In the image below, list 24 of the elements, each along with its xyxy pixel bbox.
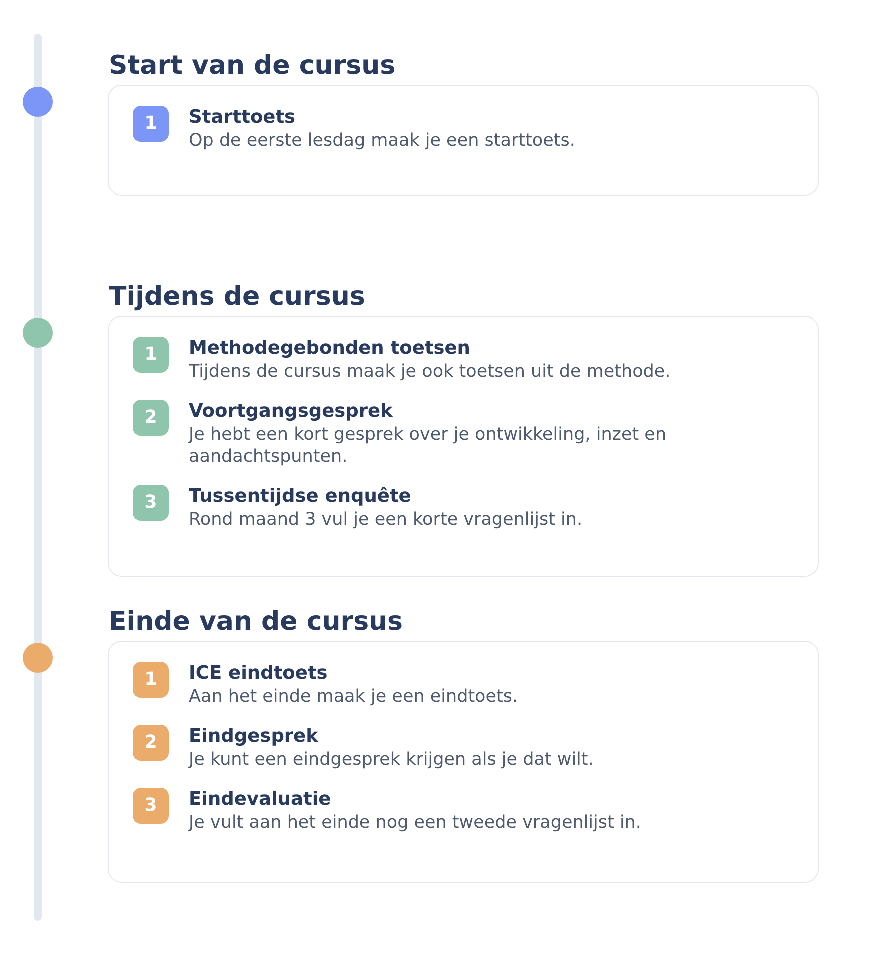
step-description: Je hebt een kort gesprek over je ontwikkeling, inzet en aandachtspunten. [189,424,668,468]
step-title: ICE eindtoets [189,662,328,686]
section-heading: Tijdens de cursus [109,282,366,312]
step-description: Rond maand 3 vul je een korte vragenlijst in. [189,509,584,531]
step-number-badge: 3 [133,788,169,824]
step-description: Je kunt een eindgesprek krijgen als je dat wilt. [189,749,595,771]
step-title: Eindgesprek [189,725,318,749]
section-heading: Start van de cursus [109,51,396,81]
step-title: Eindevaluatie [189,788,332,812]
step-number-badge: 1 [133,662,169,698]
step-number-badge: 2 [133,400,169,436]
step-description: Tijdens de cursus maak je ook toetsen uit de methode. [189,361,672,383]
step-description: Op de eerste lesdag maak je een starttoets. [189,130,576,152]
step-title: Tussentijdse enquête [189,485,412,509]
step-description: Je vult aan het einde nog een tweede vragenlijst in. [189,812,642,834]
step-title: Voortgangsgesprek [189,400,393,424]
step-number-badge: 1 [133,337,169,373]
section-heading: Einde van de cursus [109,607,404,637]
step-number-badge: 3 [133,485,169,521]
step-title: Starttoets [189,106,296,130]
step-number-badge: 2 [133,725,169,761]
step-title: Methodegebonden toetsen [189,337,470,361]
step-description: Aan het einde maak je een eindtoets. [189,686,520,708]
step-number-badge: 1 [133,106,169,142]
